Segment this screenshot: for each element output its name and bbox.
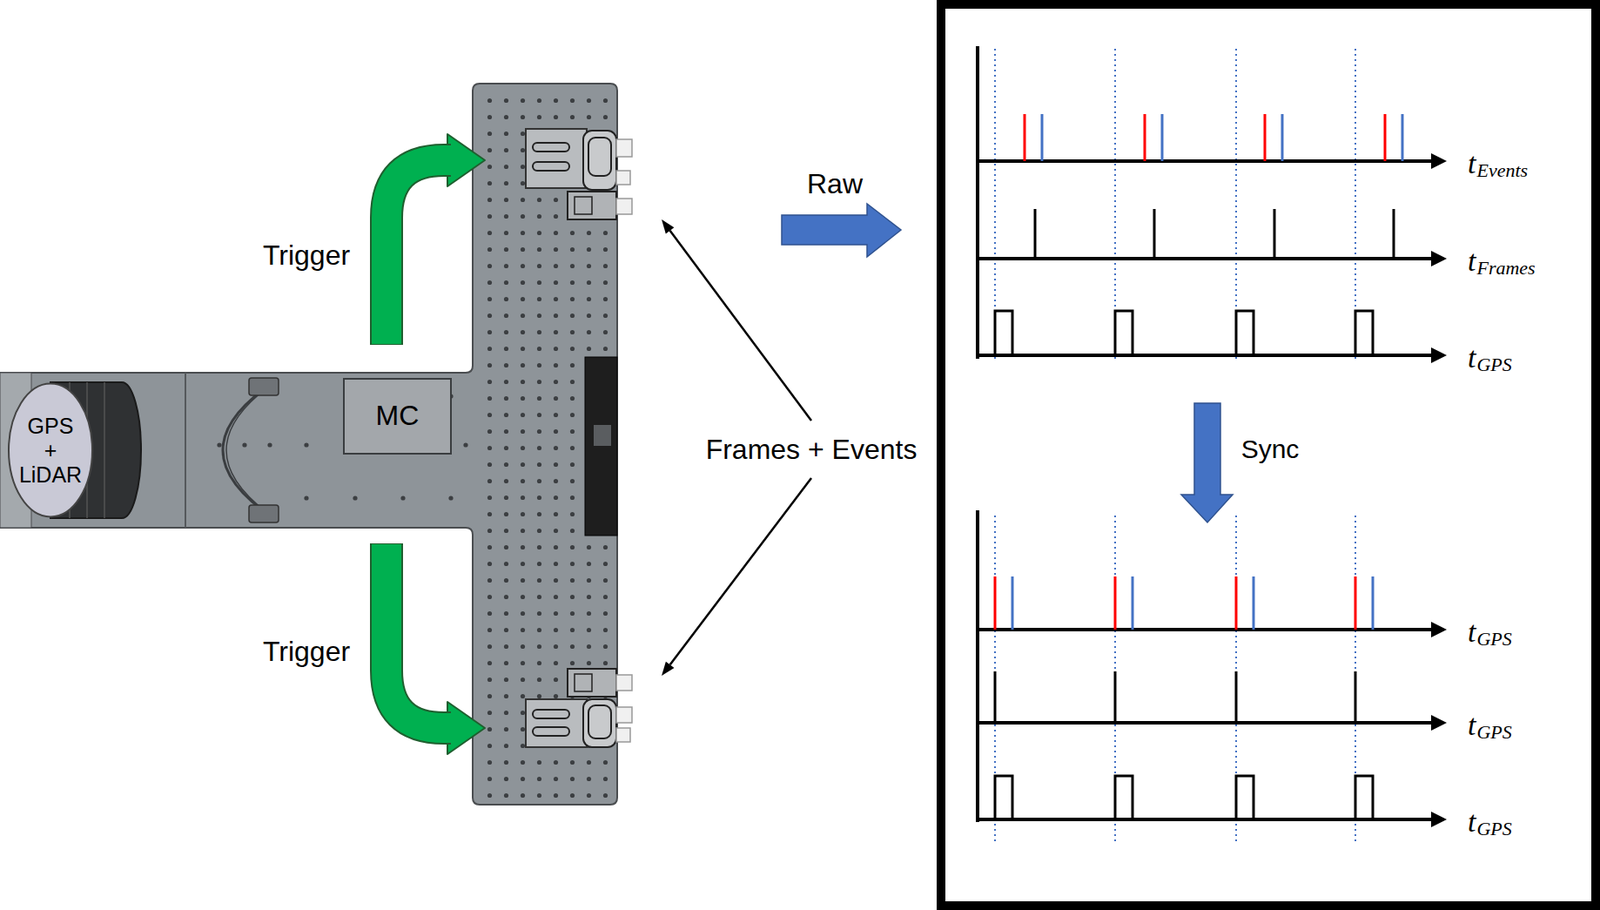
axis-variable: t: [1467, 710, 1476, 740]
plot-axes: [975, 46, 1433, 822]
lidar-ridge: [103, 382, 106, 518]
trigger-arrow: [386, 134, 485, 345]
axis-variable: t: [1467, 246, 1476, 276]
bracket-tab: [248, 504, 279, 523]
trigger-arrow: [386, 543, 485, 754]
event-spike-red: [994, 114, 1385, 630]
sync-label: Sync: [1241, 434, 1300, 465]
gps-lidar-sensor: GPS + LiDAR: [6, 382, 95, 518]
frame-spike: [994, 208, 1394, 723]
bracket: [226, 388, 267, 512]
bottom-camera: [525, 668, 632, 747]
microcontroller-box: MC: [342, 377, 452, 455]
sensor-label: GPS + LiDAR: [19, 413, 82, 487]
mount-plate: [0, 83, 618, 805]
axis-subscript: GPS: [1476, 355, 1512, 375]
event-spike-blue: [1012, 114, 1403, 630]
arm-seam: [184, 372, 187, 528]
axis-subscript: GPS: [1476, 722, 1512, 742]
timing-panel: tEventstFramestGPSSynctGPStGPStGPS: [936, 0, 1600, 910]
center-mount: [584, 356, 618, 536]
sync-arrow: [1181, 403, 1233, 523]
bracket: [222, 381, 276, 519]
axis-subscript: Events: [1476, 161, 1528, 181]
axis-variable: t: [1467, 617, 1476, 647]
axis-variable: t: [1467, 806, 1476, 837]
axis-subscript: Frames: [1476, 258, 1535, 278]
center-mount-notch: [593, 424, 612, 446]
trigger-label: Trigger: [262, 635, 350, 668]
gps-pulse: [994, 310, 1373, 820]
axis-variable: t: [1467, 148, 1476, 179]
raw-arrow: [781, 203, 901, 257]
bracket-tab: [248, 377, 279, 396]
raw-label: Raw: [806, 168, 863, 201]
frames-events-label: Frames + Events: [705, 433, 918, 466]
trigger-label: Trigger: [262, 239, 350, 272]
box-label: MC: [376, 400, 420, 432]
axis-subscript: GPS: [1476, 819, 1512, 839]
top-camera: [525, 128, 632, 220]
axis-variable: t: [1467, 342, 1476, 373]
axis-arrowhead: [1431, 153, 1447, 827]
axis-subscript: GPS: [1476, 629, 1512, 649]
